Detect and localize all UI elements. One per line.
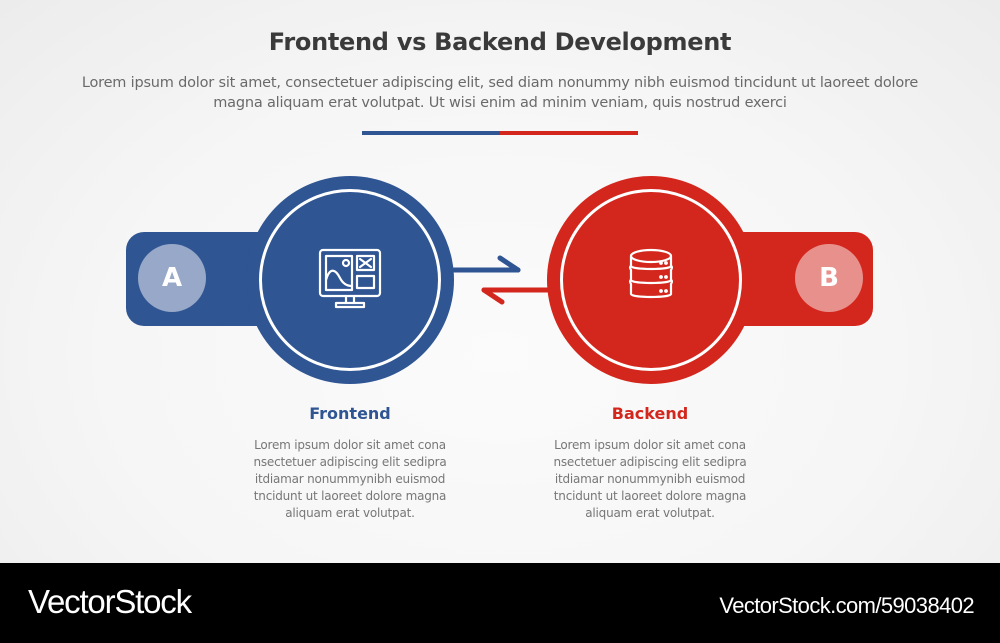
item-a-description: Lorem ipsum dolor sit amet cona nsectetu… — [253, 438, 447, 520]
page-subtitle: Lorem ipsum dolor sit amet, consectetuer… — [81, 75, 919, 111]
page-title: Frontend vs Backend Development — [268, 28, 732, 56]
exchange-arrows — [449, 255, 551, 305]
item-a-letter-badge: A — [138, 244, 206, 312]
item-b-letter-badge: B — [795, 244, 863, 312]
database-server-icon — [629, 248, 673, 299]
footer-logo: VectorStock — [28, 583, 192, 620]
title-divider-blue — [362, 131, 500, 135]
item-b-description: Lorem ipsum dolor sit amet cona nsectetu… — [553, 438, 747, 520]
footer-bar: VectorStock VectorStock.com/59038402 — [0, 563, 1000, 643]
monitor-layout-icon — [318, 248, 382, 309]
item-a-circle — [246, 176, 454, 384]
item-b-ring — [560, 189, 742, 371]
arrow-right-icon — [449, 255, 521, 273]
footer-url: VectorStock.com/59038402 — [719, 593, 974, 618]
title-divider-red — [500, 131, 638, 135]
item-b-circle — [547, 176, 755, 384]
arrow-left-icon — [481, 287, 551, 305]
item-b-title: Backend — [611, 404, 689, 423]
item-a-ring — [259, 189, 441, 371]
item-a-title: Frontend — [309, 404, 391, 423]
